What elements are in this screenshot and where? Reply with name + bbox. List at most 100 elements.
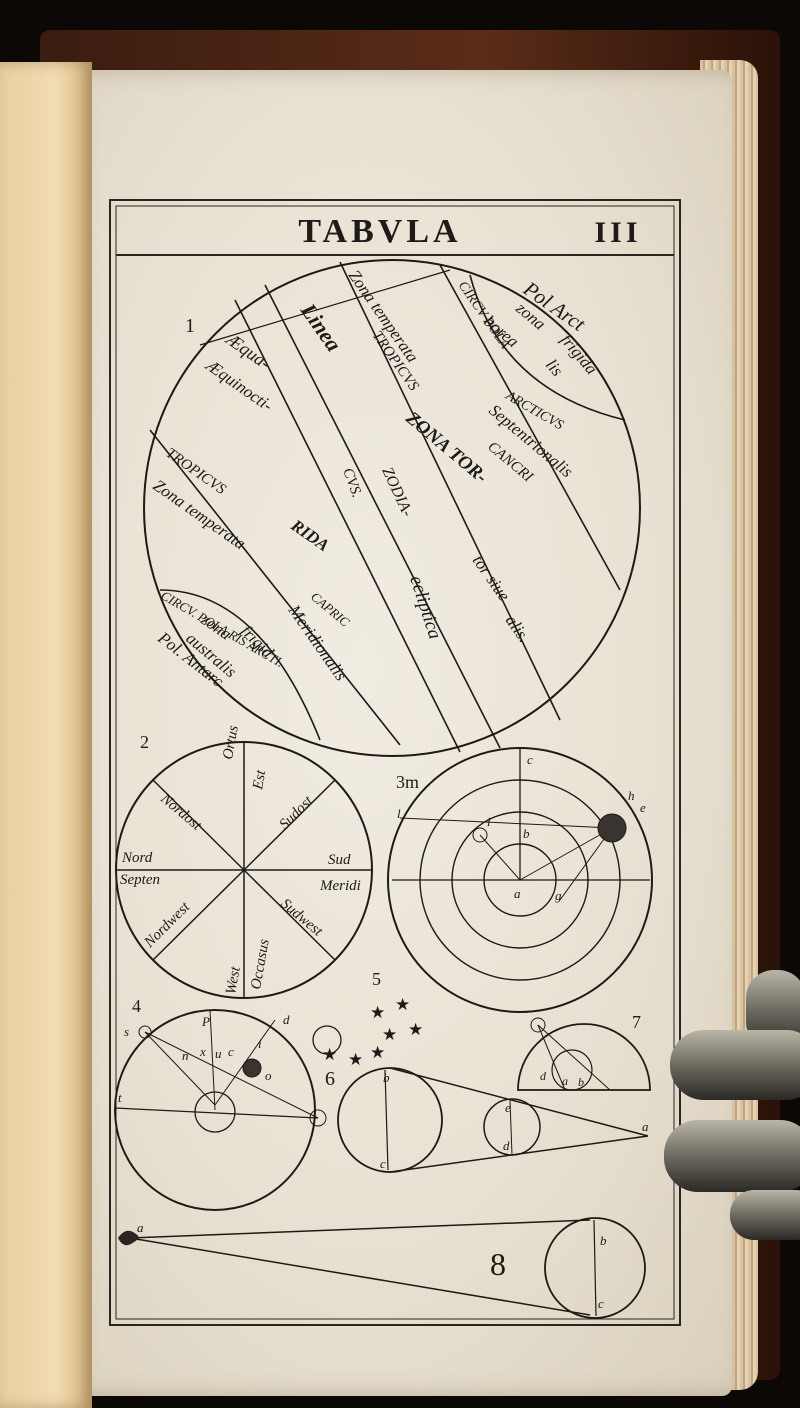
earth-disc: [472, 827, 488, 843]
star: ★: [408, 1020, 423, 1039]
figure-number-7: 7: [632, 1012, 641, 1032]
sun-disc: [337, 1067, 443, 1173]
sun-small: [530, 1017, 546, 1033]
zone-line: [234, 299, 461, 753]
figure-3-orbits: 3m c i b a g h e l: [387, 747, 653, 1013]
label-frigida: frigida: [557, 330, 601, 378]
zone-line: [264, 284, 501, 749]
star-disc: [312, 1025, 342, 1055]
plate-inner-border: [115, 205, 675, 1320]
label-west: West: [223, 965, 244, 996]
eclipse-line: [384, 1069, 389, 1171]
fig3-letter-b: b: [523, 826, 530, 841]
zone-line: [199, 269, 451, 346]
fig4-letter-p: P: [201, 1014, 210, 1029]
fig3-letter-e: e: [640, 800, 646, 815]
fig8-letter-c: c: [598, 1296, 604, 1311]
fig6-letter-a: a: [642, 1119, 649, 1134]
fig4-letter-t: t: [118, 1090, 122, 1105]
cone-line: [129, 1219, 591, 1239]
zone-line: [149, 429, 401, 746]
horizon-line: [114, 1107, 319, 1119]
label-est: Est: [250, 768, 269, 791]
label-lis: lis: [542, 355, 567, 380]
label-rida: RIDA: [287, 515, 333, 555]
fig7-letter-a: a: [562, 1074, 568, 1088]
star: ★: [395, 995, 410, 1014]
planet-small: [309, 1109, 327, 1127]
antarctic-circle-arc: [159, 589, 321, 741]
orbit-line: [519, 827, 613, 881]
sun-small: [138, 1025, 152, 1039]
figure-number-6: 6: [325, 1068, 335, 1090]
label-ortus: Ortus: [220, 724, 242, 761]
figure-2-compass: 2 Ortus Est Nordost Sudost Nord Septen S…: [115, 724, 373, 999]
fig4-letter-o: o: [265, 1068, 272, 1083]
ray-line: [537, 1024, 611, 1091]
figure-8-cone: 8 a b c: [118, 1217, 646, 1319]
label-meridi: Meridi: [319, 878, 361, 894]
star: ★: [322, 1045, 337, 1064]
fig8-letter-a: a: [137, 1220, 144, 1235]
fig4-letter-n: n: [182, 1048, 189, 1063]
label-occasus: Occasus: [248, 938, 273, 991]
label-tor-siue: tor siue: [469, 551, 514, 604]
fig6-letter-e: e: [505, 1100, 511, 1115]
ray-line: [537, 1024, 566, 1091]
label-zona-torrida: ZONA TOR-: [401, 407, 491, 488]
eclipse-line: [389, 1067, 649, 1137]
plate-border: [109, 199, 681, 1326]
label-alis: alis.: [502, 611, 534, 645]
label-nordost: Nordost: [157, 790, 205, 834]
orbit-line: [559, 827, 613, 901]
cone-disc: [544, 1217, 646, 1319]
figure-number-4: 4: [132, 996, 141, 1016]
figure-4-sphere: 4 s P d n x u c i t o: [114, 996, 327, 1211]
globe-circle: [143, 259, 641, 757]
zone-line: [339, 261, 561, 721]
star: ★: [348, 1050, 363, 1069]
figure-number-3: 3m: [396, 772, 419, 792]
zone-line: [439, 264, 621, 591]
fig3-letter-i: i: [487, 814, 491, 829]
fig6-letter-c: c: [380, 1156, 386, 1171]
label-sudwest: Sudwest: [277, 896, 326, 940]
label-sud: Sud: [328, 852, 351, 868]
left-page: [0, 62, 92, 1408]
label-linea: Linea: [295, 298, 346, 356]
label-ecliptica: ecliptica: [405, 573, 445, 642]
fig6-letter-d: d: [503, 1138, 510, 1153]
label-nord: Nord: [121, 850, 153, 866]
metal-hand-weight: [664, 970, 800, 1240]
orbit-line: [399, 817, 613, 829]
sphere-line: [144, 1031, 319, 1119]
figure-7-semicircle: 7 d a b: [517, 1012, 651, 1091]
fig3-letter-a: a: [514, 886, 521, 901]
label-septen: Septen: [120, 872, 160, 888]
star: ★: [370, 1043, 385, 1062]
fig7-letter-b: b: [578, 1075, 584, 1089]
plate-title: TABVLA: [298, 213, 461, 250]
fig3-letter-c: c: [527, 752, 533, 767]
fig3-letter-h: h: [628, 788, 635, 803]
label-cus: CVS.: [339, 466, 364, 500]
sphere-circle: [114, 1009, 316, 1211]
small-circle: [551, 1049, 593, 1091]
semicircle: [517, 1023, 651, 1091]
compass-line: [152, 779, 336, 961]
fig4-letter-i: i: [258, 1036, 262, 1051]
label-circulus-polaris: CIRCV POLA: [455, 279, 513, 352]
label-sudost: Sudost: [277, 793, 317, 833]
fig3-letter-l: l: [397, 806, 401, 821]
orbit-line: [479, 834, 521, 881]
label-zodiacus: ZODIA-: [378, 465, 416, 520]
eye-symbol: [118, 1230, 139, 1246]
plate-number: III: [594, 216, 641, 249]
right-page: [62, 70, 732, 1396]
fig4-letter-c: c: [228, 1044, 234, 1059]
cone-line: [593, 1219, 597, 1317]
moon-small: [242, 1058, 262, 1078]
fig6-letter-b: b: [383, 1070, 390, 1085]
star: ★: [370, 1003, 385, 1022]
